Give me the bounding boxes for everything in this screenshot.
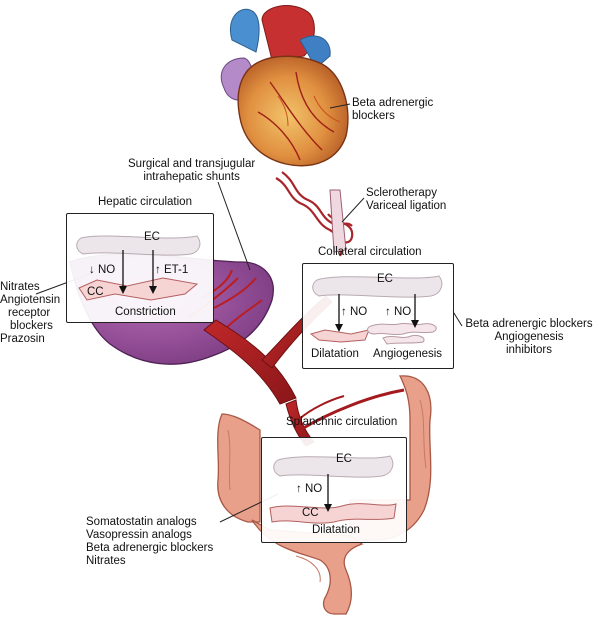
varices-drugs-label: Sclerotherapy Variceal ligation bbox=[366, 187, 446, 213]
hepatic-box-drawing bbox=[76, 235, 201, 301]
esophagus-illustration bbox=[329, 189, 347, 253]
hepatic-result-label: Constriction bbox=[115, 306, 176, 318]
hepatic-ec-shape bbox=[76, 235, 201, 256]
splanchnic-circulation-title: Splanchnic circulation bbox=[286, 416, 398, 428]
collateral-no-left-label: ↑ NO bbox=[341, 306, 368, 318]
collateral-ec-shape bbox=[312, 275, 443, 298]
intestines-illustration bbox=[217, 375, 432, 615]
hepatic-cc-shape bbox=[78, 277, 199, 301]
hepatic-et1-label: ↑ ET-1 bbox=[155, 264, 189, 276]
splanchnic-circulation-box: EC ↑ NO CC Dilatation bbox=[261, 437, 407, 543]
heart-illustration bbox=[220, 5, 349, 167]
collateral-result-left: Dilatation bbox=[311, 348, 359, 360]
shunts-pointer-line bbox=[217, 181, 251, 271]
splanchnic-drugs-label: Somatostatin analogs Vasopressin analogs… bbox=[86, 516, 213, 568]
splanchnic-drug-1: Somatostatin analogs bbox=[86, 516, 197, 528]
collateral-result-right: Angiogenesis bbox=[373, 348, 443, 360]
splanchnic-ec-shape bbox=[273, 455, 394, 478]
collateral-cc-right bbox=[367, 322, 437, 336]
hepatic-ec-label: EC bbox=[144, 231, 160, 243]
splanchnic-drug-2: Vasopressin analogs bbox=[86, 529, 192, 541]
collateral-drug-2: Angiogenesis bbox=[494, 331, 564, 343]
varices-drug-1: Sclerotherapy bbox=[366, 187, 437, 199]
splanchnic-cc-shape bbox=[269, 503, 397, 524]
hepatic-drugs-label: Nitrates Angiotensin receptor blockers P… bbox=[0, 281, 60, 346]
hepatic-circulation-title: Hepatic circulation bbox=[98, 196, 192, 208]
shunts-label-line-1: Surgical and transjugular bbox=[128, 158, 256, 170]
collateral-drug-3: inhibitors bbox=[505, 344, 553, 356]
hepatic-no-label: ↓ NO bbox=[89, 264, 116, 276]
hepatic-drug-5: Prazosin bbox=[0, 333, 45, 345]
shunts-label: Surgical and transjugular intrahepatic s… bbox=[128, 158, 255, 184]
hepatic-drug-2: Angiotensin bbox=[0, 294, 61, 306]
collateral-drugs-label: Beta adrenergic blockers Angiogenesis in… bbox=[460, 318, 598, 357]
hepatic-drug-4: blockers bbox=[10, 320, 53, 332]
collateral-circulation-box: EC ↑ NO ↑ NO Dilatation Angiogenesis bbox=[302, 263, 454, 369]
splanchnic-no-label: ↑ NO bbox=[296, 483, 323, 495]
collateral-circulation-title: Collateral circulation bbox=[318, 246, 422, 258]
splanchnic-box-drawing bbox=[269, 455, 397, 524]
splanchnic-ec-label: EC bbox=[336, 453, 352, 465]
varices-drug-2: Variceal ligation bbox=[366, 200, 447, 212]
shunts-label-line-2: intrahepatic shunts bbox=[143, 171, 240, 183]
splanchnic-drug-4: Nitrates bbox=[86, 555, 126, 567]
hepatic-drug-3: receptor bbox=[8, 307, 51, 319]
hepatic-cc-label: CC bbox=[87, 286, 104, 298]
hepatic-circulation-box: EC ↓ NO ↑ ET-1 CC Constriction bbox=[66, 213, 214, 323]
heart-drug-line-2: blockers bbox=[352, 110, 395, 122]
varices-pointer-line bbox=[341, 197, 365, 223]
collateral-cc-left bbox=[309, 329, 370, 343]
heart-drug-line-1: Beta adrenergic bbox=[352, 97, 434, 109]
heart-pointer-line bbox=[329, 103, 351, 109]
collateral-no-right-label: ↑ NO bbox=[385, 306, 412, 318]
collateral-ec-label: EC bbox=[377, 273, 393, 285]
collateral-box-drawing bbox=[309, 275, 443, 345]
heart-drug-label: Beta adrenergic blockers bbox=[352, 97, 433, 123]
collateral-drug-1: Beta adrenergic blockers bbox=[465, 318, 593, 330]
splanchnic-cc-label: CC bbox=[302, 507, 319, 519]
splanchnic-result-label: Dilatation bbox=[312, 524, 360, 536]
hepatic-drug-1: Nitrates bbox=[0, 281, 40, 293]
splanchnic-drug-3: Beta adrenergic blockers bbox=[86, 542, 214, 554]
